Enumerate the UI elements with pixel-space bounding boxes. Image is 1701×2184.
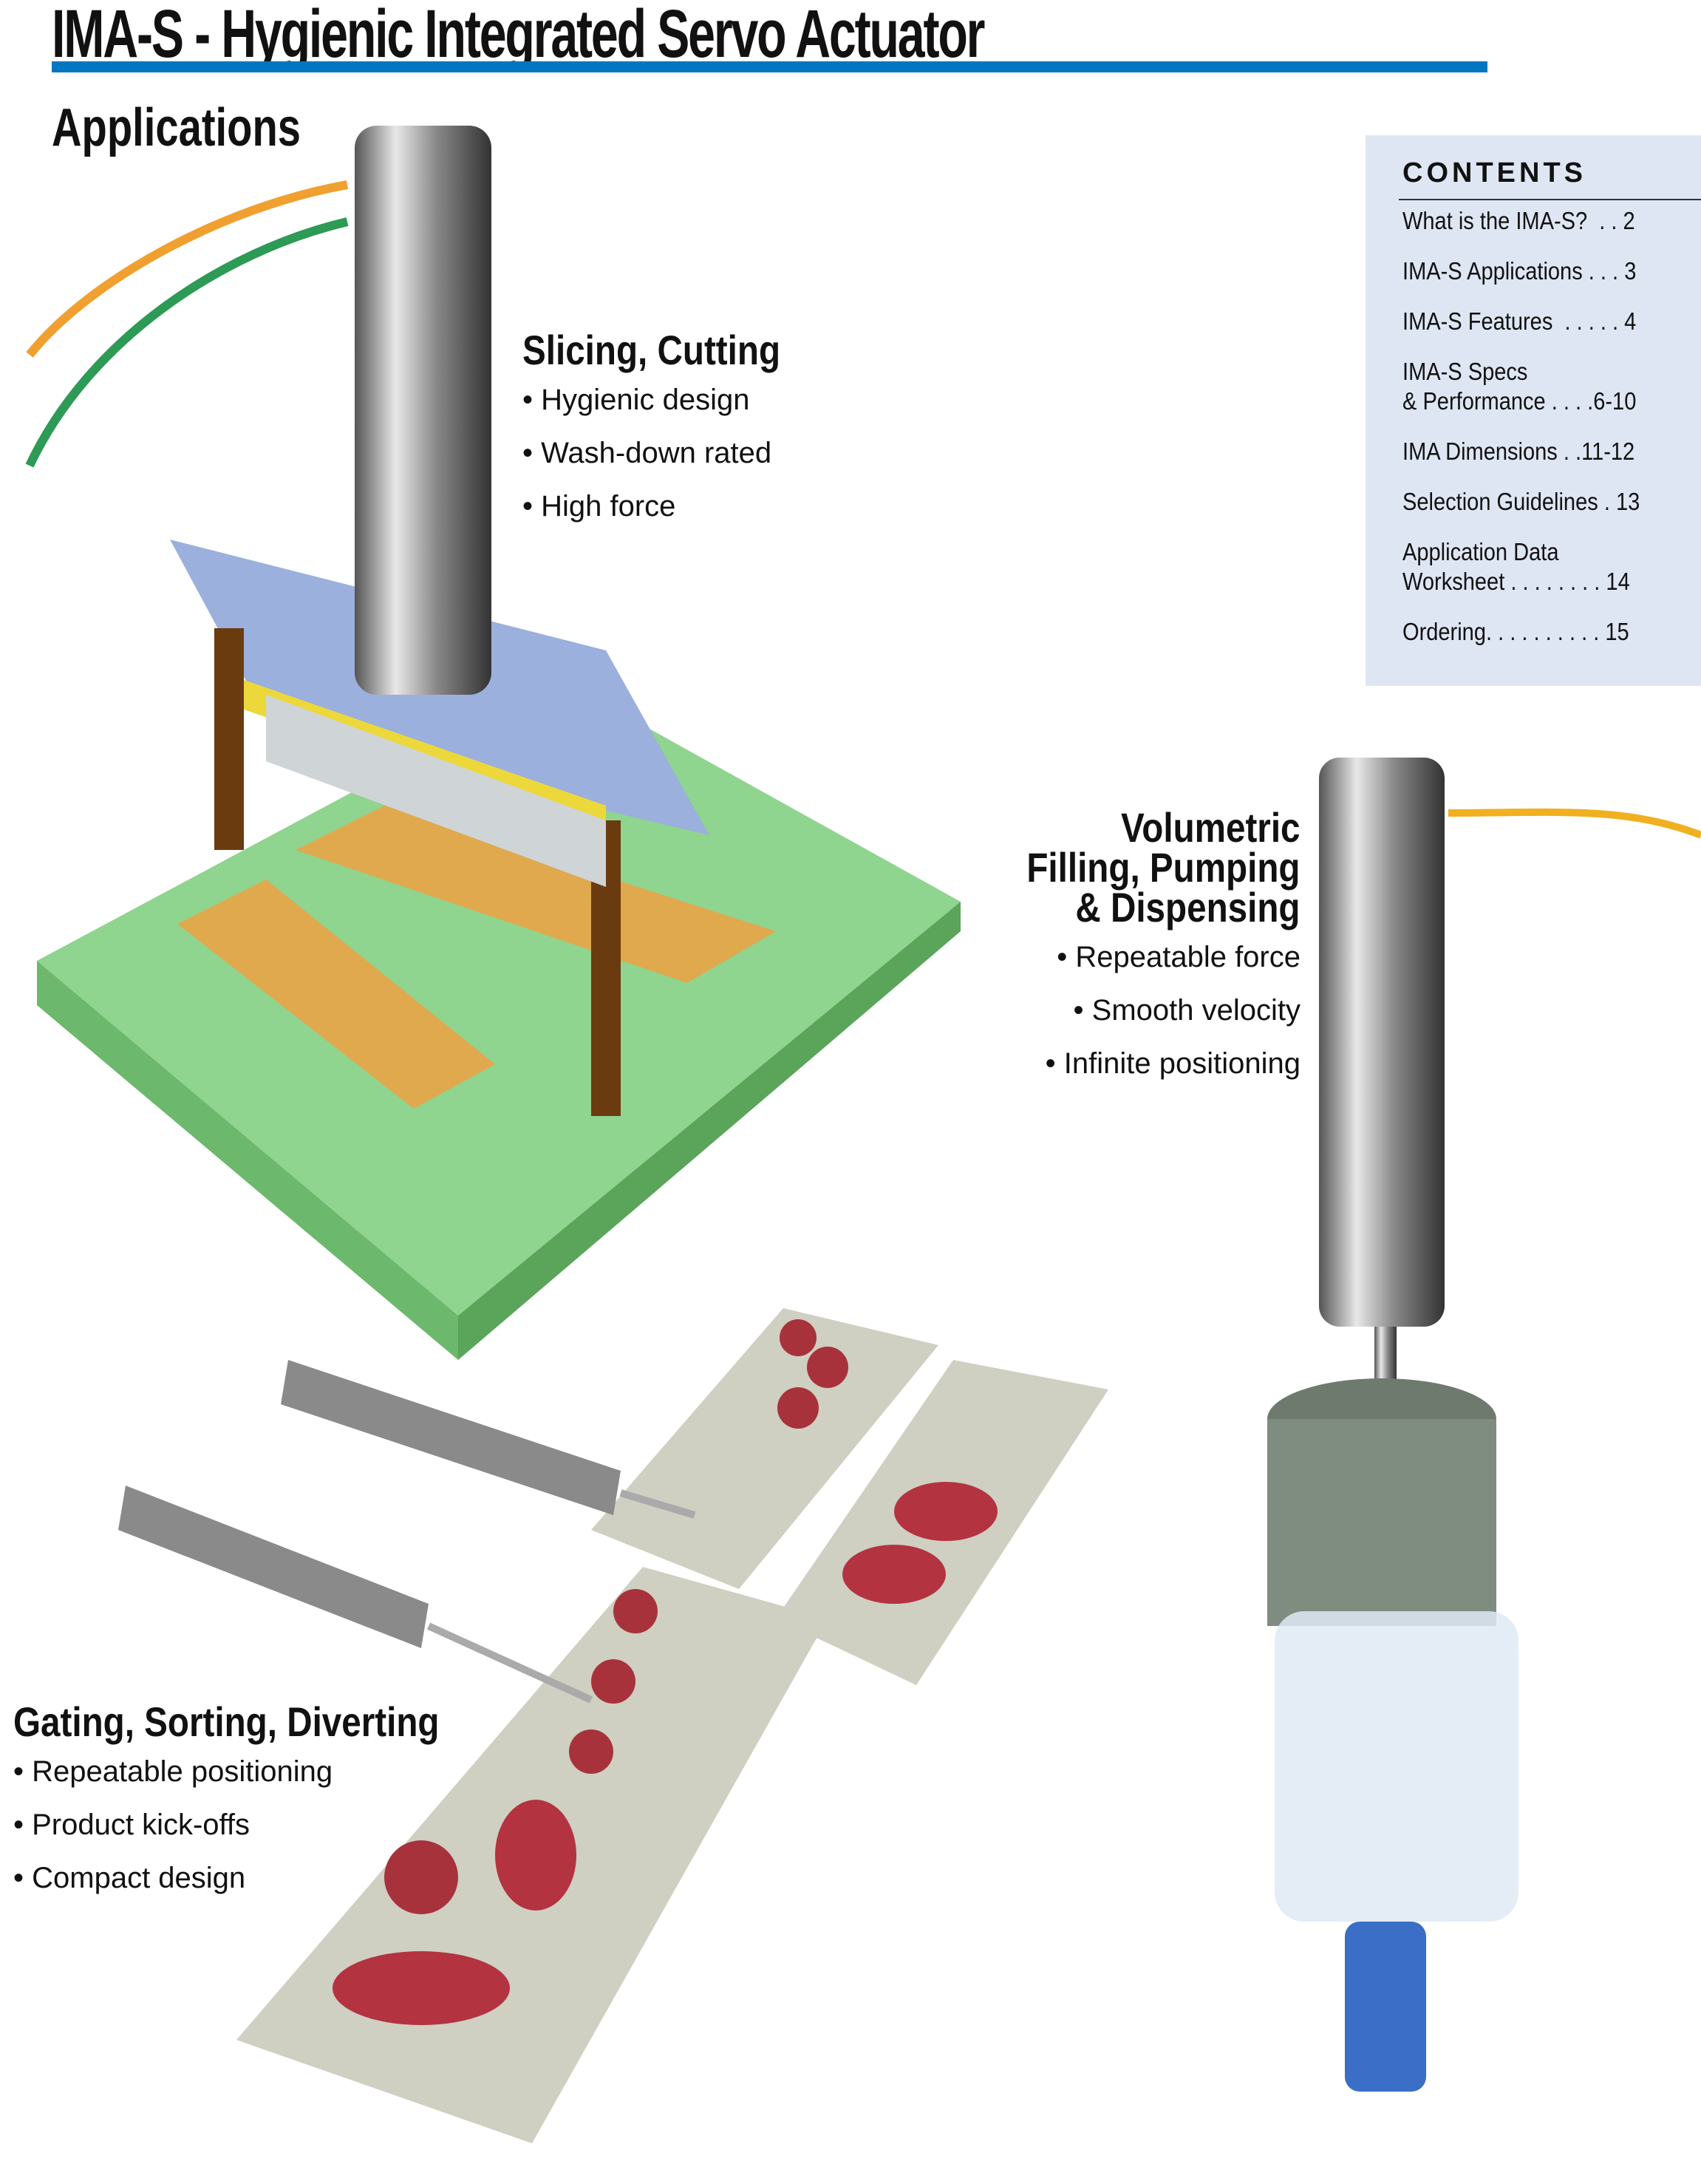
gating-illustration	[118, 1308, 1108, 2143]
toc-item[interactable]: Selection Guidelines . 13	[1402, 488, 1640, 515]
section-heading: & Dispensing	[1075, 884, 1301, 931]
gating-section: Gating, Sorting, Diverting • Repeatable …	[13, 1698, 514, 1905]
page-title: IMA-S - Hygienic Integrated Servo Actuat…	[52, 0, 985, 72]
bullet: • Product kick-offs	[13, 1809, 250, 1841]
dispensing-illustration	[1267, 758, 1701, 2092]
bullet: • Repeatable positioning	[13, 1755, 333, 1788]
section-title: Applications	[52, 98, 301, 157]
bullet: • Wash-down rated	[522, 437, 772, 469]
bullet: • Infinite positioning	[1045, 1047, 1301, 1080]
toc-item[interactable]: IMA-S Specs & Performance . . . .6-10	[1402, 358, 1637, 415]
toc-item[interactable]: Application Data Worksheet . . . . . . .…	[1402, 538, 1630, 595]
toc-item[interactable]: IMA Dimensions . .11-12	[1402, 438, 1635, 465]
section-heading: Gating, Sorting, Diverting	[13, 1698, 440, 1745]
contents-heading: CONTENTS	[1402, 157, 1586, 188]
bullet: • Compact design	[13, 1862, 246, 1894]
section-heading: Slicing, Cutting	[522, 327, 781, 373]
contents-box: CONTENTS What is the IMA-S? . . 2 IMA-S …	[1366, 135, 1701, 686]
toc-item[interactable]: IMA-S Applications . . . 3	[1402, 257, 1637, 285]
slicing-section: Slicing, Cutting • Hygienic design • Was…	[522, 330, 826, 533]
toc-item[interactable]: Ordering. . . . . . . . . . 15	[1402, 618, 1629, 645]
section-heading: Filling, Pumping	[1026, 844, 1301, 891]
toc-item[interactable]: What is the IMA-S? . . 2	[1402, 207, 1635, 234]
dispensing-section: Volumetric Filling, Pumping & Dispensing…	[978, 804, 1301, 1090]
title-underline-bar	[52, 61, 1487, 72]
slicing-illustration	[25, 126, 961, 1360]
bullet: • Smooth velocity	[1073, 994, 1301, 1027]
contents-divider	[1399, 199, 1701, 200]
bullet: • Repeatable force	[1057, 941, 1301, 973]
bullet: • Hygienic design	[522, 384, 750, 416]
bullet: • High force	[522, 490, 676, 523]
toc-item[interactable]: IMA-S Features . . . . . 4	[1402, 307, 1637, 335]
section-heading: Volumetric	[1121, 804, 1301, 851]
